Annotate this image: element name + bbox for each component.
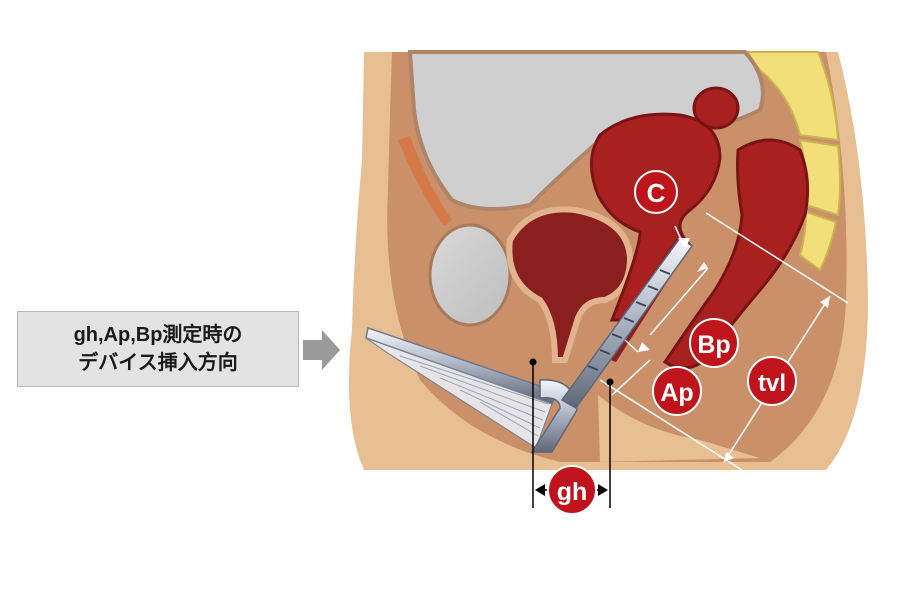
callout-line-2: デバイス挿入方向 bbox=[78, 352, 238, 374]
pubic-bone bbox=[428, 223, 512, 327]
label-gh: gh bbox=[547, 465, 597, 515]
label-bp-text: Bp bbox=[697, 331, 730, 359]
speculum-device bbox=[365, 236, 694, 453]
label-c: C bbox=[634, 170, 678, 214]
direction-arrow-icon bbox=[303, 330, 340, 370]
label-ap: Ap bbox=[652, 366, 702, 416]
label-ap-text: Ap bbox=[660, 379, 693, 407]
gh-right-point bbox=[606, 378, 614, 386]
spine bbox=[742, 51, 841, 272]
gh-right-arrowhead bbox=[598, 484, 608, 496]
uterus bbox=[589, 112, 722, 322]
callout-line-1: gh,Ap,Bp測定時の bbox=[73, 324, 243, 346]
perineum bbox=[598, 395, 760, 462]
label-tvl-text: tvl bbox=[758, 370, 786, 397]
abdominal-wall-stripe bbox=[398, 136, 452, 226]
bowel-loop bbox=[692, 86, 740, 130]
label-gh-text: gh bbox=[557, 478, 588, 506]
label-bp: Bp bbox=[689, 318, 739, 368]
gh-left-point bbox=[529, 358, 537, 366]
gh-left-arrowhead bbox=[535, 484, 545, 496]
label-c-text: C bbox=[647, 178, 666, 208]
measurement-arrowheads bbox=[638, 238, 830, 462]
label-tvl: tvl bbox=[747, 356, 797, 406]
device-direction-callout: gh,Ap,Bp測定時の デバイス挿入方向 bbox=[17, 311, 299, 387]
bladder bbox=[506, 206, 634, 363]
